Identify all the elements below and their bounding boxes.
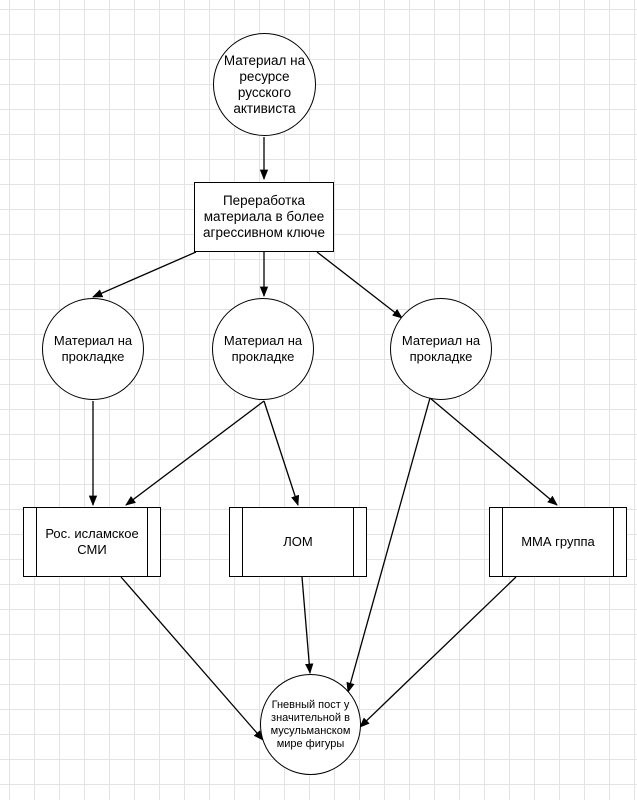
process-bar-left	[502, 508, 503, 576]
arrow-layer-right-to-target	[346, 397, 431, 694]
layer-material-node-center[interactable]: Материал на прокладке	[212, 298, 314, 400]
mma-group-process-node[interactable]: ММА группа	[489, 507, 627, 577]
islamic-media-label: Рос. исламское СМИ	[45, 526, 139, 557]
target-post-label: Гневный пост у значительной в мусульманс…	[270, 698, 351, 750]
lom-process-node[interactable]: ЛОМ	[229, 507, 367, 577]
layer-material-label-center: Материал на прокладке	[223, 333, 303, 364]
layer-material-node-right[interactable]: Материал на прокладке	[390, 298, 492, 400]
source-material-node[interactable]: Материал на ресурсе русского активиста	[213, 33, 316, 136]
process-bar-left	[242, 508, 243, 576]
arrow-lom-to-target	[301, 576, 314, 675]
source-material-label: Материал на ресурсе русского активиста	[223, 52, 306, 116]
rework-process-label: Переработка материала в более агрессивно…	[203, 193, 325, 240]
lom-label: ЛОМ	[283, 534, 313, 549]
arrow-rework-to-layer-left	[92, 251, 197, 298]
process-bar-right	[613, 508, 614, 576]
process-bar-left	[36, 508, 37, 576]
rework-process-node[interactable]: Переработка материала в более агрессивно…	[194, 182, 334, 252]
mma-group-label: ММА группа	[521, 534, 595, 549]
arrow-mma-to-target	[359, 576, 517, 728]
arrow-layer-right-to-mma	[429, 397, 558, 506]
process-bar-right	[147, 508, 148, 576]
layer-material-node-left[interactable]: Материал на прокладке	[42, 298, 144, 400]
layer-material-label-left: Материал на прокладке	[53, 333, 133, 364]
process-bar-right	[353, 508, 354, 576]
arrow-media-islamic-to-target	[120, 576, 264, 741]
layer-material-label-right: Материал на прокладке	[401, 333, 481, 364]
target-post-node[interactable]: Гневный пост у значительной в мусульманс…	[260, 674, 361, 775]
arrow-layer-center-to-media-islamic	[125, 400, 265, 506]
arrow-layer-center-to-lom	[263, 400, 300, 506]
arrow-rework-to-layer-right	[316, 251, 403, 319]
islamic-media-process-node[interactable]: Рос. исламское СМИ	[23, 507, 161, 577]
